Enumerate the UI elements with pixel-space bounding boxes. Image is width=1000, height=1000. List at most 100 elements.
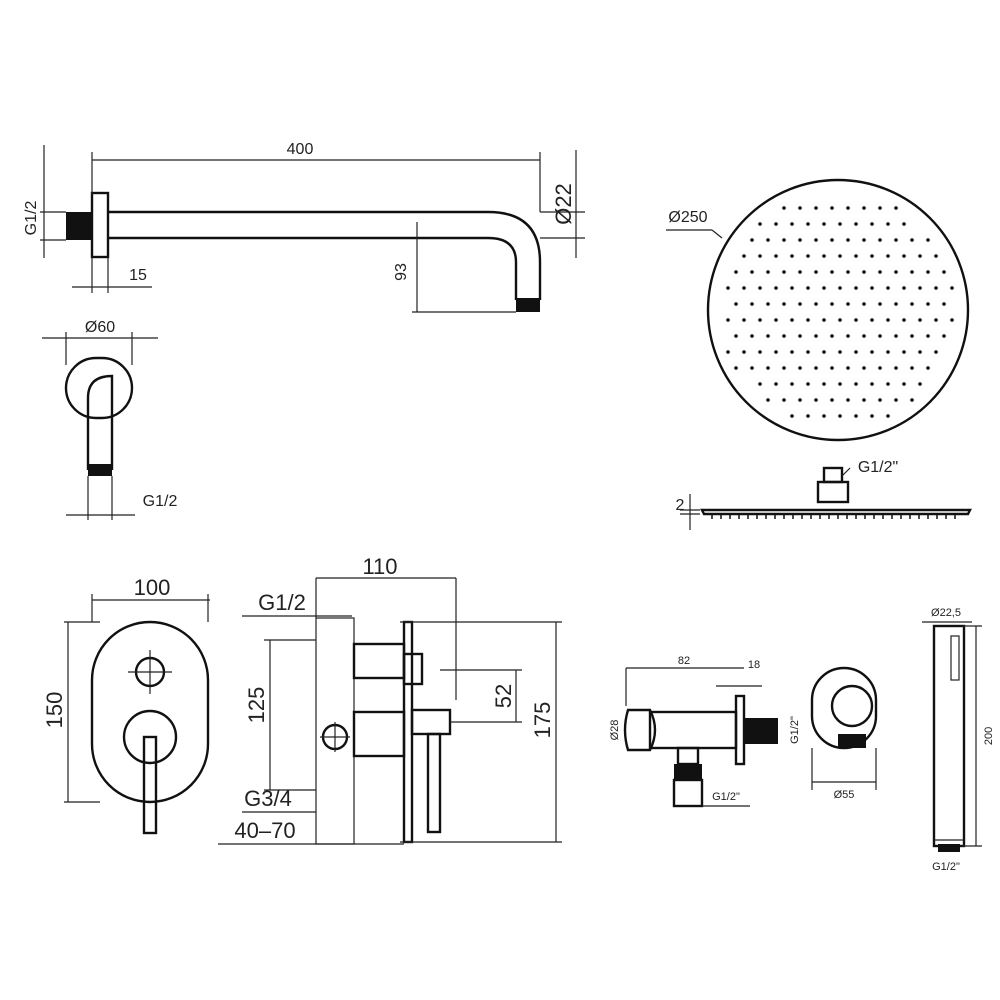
arm-thread-label: G1/2 bbox=[23, 201, 40, 236]
nozzle-dot bbox=[822, 382, 826, 386]
nozzle-dot bbox=[798, 398, 802, 402]
nozzle-dot bbox=[758, 222, 762, 226]
nozzle-dot bbox=[886, 286, 890, 290]
nozzle-dot bbox=[902, 222, 906, 226]
nozzle-dot bbox=[750, 238, 754, 242]
nozzle-dot bbox=[742, 350, 746, 354]
nozzle-dot bbox=[750, 302, 754, 306]
hand-shower-diameter-label: Ø22,5 bbox=[931, 607, 961, 619]
nozzle-dot bbox=[902, 382, 906, 386]
nozzle-dot bbox=[782, 270, 786, 274]
nozzle-dot bbox=[822, 350, 826, 354]
nozzle-dot bbox=[846, 302, 850, 306]
mixer-wall-range-label: 40–70 bbox=[234, 818, 295, 843]
nozzle-dot bbox=[934, 318, 938, 322]
nozzle-dot bbox=[782, 206, 786, 210]
nozzle-dot bbox=[734, 270, 738, 274]
nozzle-dot bbox=[726, 318, 730, 322]
nozzle-dot bbox=[918, 350, 922, 354]
nozzle-dot bbox=[846, 366, 850, 370]
nozzle-dot bbox=[878, 302, 882, 306]
outlet-length-label: 82 bbox=[678, 655, 690, 667]
nozzle-dot bbox=[862, 366, 866, 370]
nozzle-dot bbox=[806, 286, 810, 290]
nozzle-dot bbox=[838, 254, 842, 258]
outlet-flange-label: 18 bbox=[748, 659, 760, 671]
nozzle-dot bbox=[782, 398, 786, 402]
nozzle-dot bbox=[918, 382, 922, 386]
arm-length-label: 400 bbox=[287, 141, 314, 158]
wall-flange-drawing: G1/2 Ø60 bbox=[42, 319, 177, 520]
nozzle-dot bbox=[894, 270, 898, 274]
nozzle-dot bbox=[790, 286, 794, 290]
nozzle-dot bbox=[814, 398, 818, 402]
nozzle-dot bbox=[886, 414, 890, 418]
nozzle-dot bbox=[822, 254, 826, 258]
nozzle-dot bbox=[870, 414, 874, 418]
nozzle-dot bbox=[838, 350, 842, 354]
nozzle-dot bbox=[830, 238, 834, 242]
nozzle-dot bbox=[798, 270, 802, 274]
nozzle-dot bbox=[822, 318, 826, 322]
nozzle-dot bbox=[846, 206, 850, 210]
nozzle-dot bbox=[862, 206, 866, 210]
nozzle-dot bbox=[902, 350, 906, 354]
nozzle-dot bbox=[942, 270, 946, 274]
nozzle-dot bbox=[926, 270, 930, 274]
nozzle-dot bbox=[838, 414, 842, 418]
nozzle-dot bbox=[750, 270, 754, 274]
shower-head-diameter-label: Ø250 bbox=[668, 209, 707, 226]
mixer-plate-height-side-label: 175 bbox=[530, 702, 555, 739]
nozzle-dot bbox=[774, 350, 778, 354]
nozzle-dot bbox=[886, 222, 890, 226]
nozzle-dot bbox=[950, 318, 954, 322]
nozzle-dot bbox=[838, 222, 842, 226]
arm-thread-stub bbox=[66, 212, 92, 240]
nozzle-dot bbox=[790, 254, 794, 258]
nozzle-dot bbox=[886, 318, 890, 322]
nozzle-dot bbox=[766, 366, 770, 370]
nozzle-dot bbox=[798, 302, 802, 306]
shower-head-thread-label: G1/2" bbox=[858, 459, 898, 476]
nozzle-dot bbox=[798, 334, 802, 338]
nozzle-dot bbox=[758, 254, 762, 258]
nozzle-dot bbox=[918, 254, 922, 258]
nozzle-dot bbox=[894, 206, 898, 210]
shower-head-thickness-label: 2 bbox=[676, 497, 685, 514]
nozzle-dot bbox=[870, 382, 874, 386]
nozzle-dot bbox=[862, 334, 866, 338]
mixer-plate-outline bbox=[90, 620, 210, 804]
nozzle-dot bbox=[790, 222, 794, 226]
shower-head-face bbox=[706, 178, 970, 442]
flange-thread bbox=[88, 464, 112, 476]
nozzle-dot bbox=[830, 398, 834, 402]
nozzle-dot bbox=[782, 334, 786, 338]
nozzle-dot bbox=[886, 350, 890, 354]
nozzle-dot bbox=[934, 254, 938, 258]
nozzle-dot bbox=[750, 334, 754, 338]
nozzle-dot bbox=[886, 382, 890, 386]
nozzle-dot bbox=[806, 318, 810, 322]
nozzle-dot bbox=[774, 286, 778, 290]
nozzle-dot bbox=[766, 334, 770, 338]
outlet-side-thread-label: G1/2" bbox=[789, 716, 801, 744]
nozzle-dot bbox=[878, 270, 882, 274]
nozzle-dot bbox=[878, 238, 882, 242]
nozzle-dot bbox=[758, 286, 762, 290]
nozzle-dot bbox=[806, 222, 810, 226]
nozzle-dot bbox=[878, 366, 882, 370]
mixer-outlet-offset-label: 52 bbox=[491, 684, 516, 708]
nozzle-dot bbox=[926, 238, 930, 242]
outlet-bottom-thread bbox=[674, 764, 702, 780]
nozzle-dot bbox=[726, 350, 730, 354]
nozzle-dot bbox=[734, 334, 738, 338]
nozzle-dot bbox=[918, 286, 922, 290]
nozzle-dot bbox=[926, 334, 930, 338]
nozzle-dot bbox=[830, 334, 834, 338]
hand-shower-thread-label: G1/2" bbox=[932, 861, 960, 873]
nozzle-dot bbox=[934, 350, 938, 354]
nozzle-dot bbox=[838, 382, 842, 386]
nozzle-dot bbox=[862, 270, 866, 274]
arm-outlet-thread bbox=[516, 298, 540, 312]
